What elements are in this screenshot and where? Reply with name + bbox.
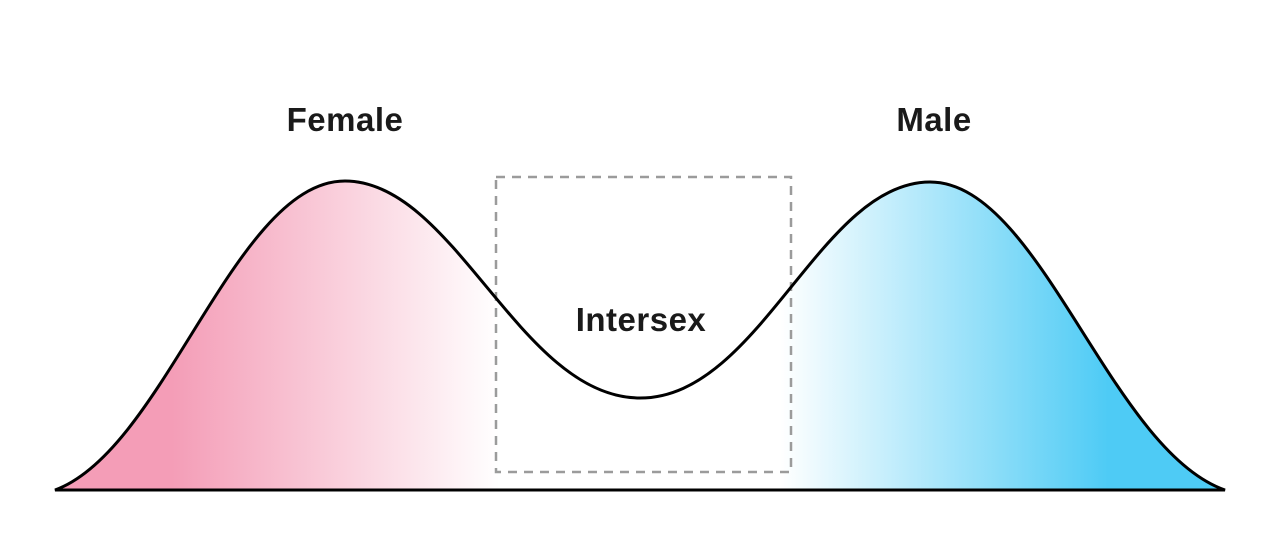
female-label: Female — [286, 101, 404, 138]
distribution-curve-fill — [55, 181, 1225, 490]
intersex-label: Intersex — [575, 301, 707, 338]
male-label: Male — [896, 101, 972, 138]
distribution-curve-outline — [54, 179, 1226, 492]
intersex-dashed-box — [494, 175, 793, 474]
